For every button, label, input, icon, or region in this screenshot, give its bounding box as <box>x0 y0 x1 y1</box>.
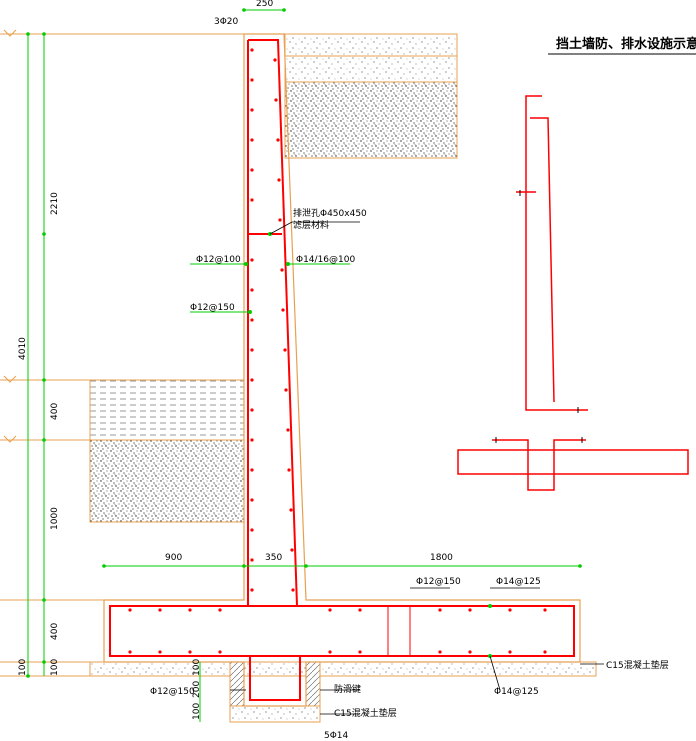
label-rebar-left: Φ12@100 <box>196 255 241 265</box>
backfill-top-layers <box>284 33 458 159</box>
dim-key-100: 100 <box>192 659 202 676</box>
level-markers <box>3 29 17 443</box>
label-key-name: 防滑键 <box>334 683 361 695</box>
schematic-diagram <box>457 95 689 491</box>
front-soil-layers <box>89 379 245 523</box>
dim-wall-total: 4010 <box>18 337 28 360</box>
dim-base-400: 400 <box>50 623 60 640</box>
label-top-rebar: 3Φ20 <box>214 17 239 27</box>
label-key-rebar: Φ12@150 <box>150 687 195 697</box>
dim-stem-base: 350 <box>265 553 282 563</box>
schematic-ticks <box>495 190 583 443</box>
label-key-bottom: 5Φ14 <box>324 731 349 741</box>
dim-water-400: 400 <box>50 403 60 420</box>
label-filter: 滤层材料 <box>293 219 329 231</box>
label-drain-pipe: 排泄孔Φ450x450 <box>293 207 367 219</box>
rebar-cage <box>109 39 575 701</box>
ground-lines <box>0 33 244 677</box>
label-pad-concrete: C15混凝土垫层 <box>606 659 669 671</box>
dim-key-200: 200 <box>192 681 202 698</box>
label-rebar-dist: Φ12@150 <box>190 303 235 313</box>
dim-key-100b: 100 <box>192 703 202 720</box>
label-base-top: Φ12@150 <box>416 577 461 587</box>
dim-soil-1000: 1000 <box>50 507 60 530</box>
rebar-dots <box>128 48 547 654</box>
dim-wall-h1: 2210 <box>50 192 60 215</box>
label-base-top-right: Φ14@125 <box>496 577 541 587</box>
label-rebar-right: Φ14/16@100 <box>296 255 355 265</box>
drawing-title: 挡土墙防、排水设施示意图 <box>556 36 696 52</box>
dim-pad-100b: 100 <box>50 659 60 676</box>
label-key-pad: C15混凝土垫层 <box>334 707 397 719</box>
label-base-bottom: Φ14@125 <box>494 687 539 697</box>
dim-toe: 900 <box>165 553 182 563</box>
leader-lines <box>230 221 604 715</box>
dim-pad-100: 100 <box>18 659 28 676</box>
dim-top-width: 250 <box>256 0 273 9</box>
dimension-lines <box>27 9 580 722</box>
dim-heel: 1800 <box>430 553 453 563</box>
